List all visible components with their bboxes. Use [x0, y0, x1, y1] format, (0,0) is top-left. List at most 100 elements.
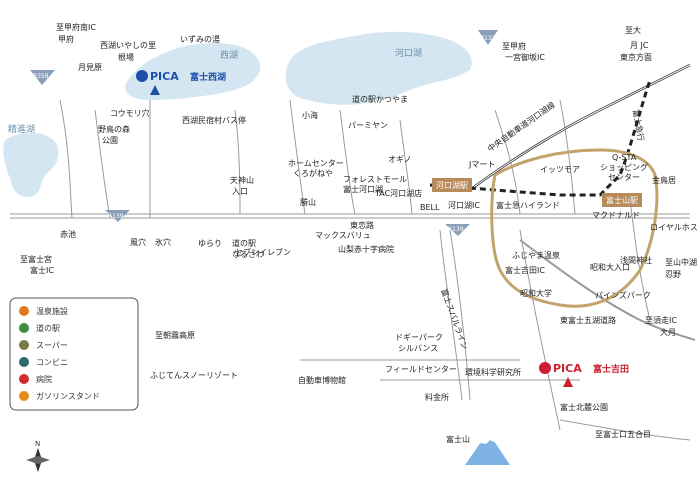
supermarket-icon	[19, 340, 29, 350]
label-michi-no-eki-narusawa2: なるさわ	[232, 250, 264, 259]
label-field-center: フィールドセンター	[385, 365, 457, 374]
label-itsumoya: イッツモア	[540, 165, 580, 174]
pica-fuji-yoshida-marker: PICA 富士吉田	[539, 362, 629, 387]
label-akaike: 赤池	[60, 229, 76, 239]
label-to-subashiri: 至須走IC	[645, 316, 677, 325]
legend-label: 病院	[36, 374, 52, 384]
label-q-sta2: ショッピング	[600, 162, 648, 172]
label-saiko-iyashi: 西湖いやしの里	[100, 41, 156, 50]
legend-label: スーパー	[36, 341, 68, 350]
label-tenjinyama2: 入口	[232, 187, 248, 196]
label-tsukimiyagahara: 月見原	[78, 63, 102, 72]
label-to-fujisan: 富士山	[446, 434, 470, 444]
lake-shojiko	[3, 132, 59, 197]
label-yurari: ゆらり	[198, 239, 222, 248]
label-tokyo-dir: 東京方面	[620, 52, 652, 62]
label-home-center: ホームセンター	[288, 159, 344, 168]
label-izumi-no-yu: いずみの湯	[180, 34, 220, 44]
label-sengen-jinja: 浅間神社	[620, 255, 652, 265]
route-r137-shield: R137	[478, 30, 498, 45]
label-q-sta3: センター	[608, 173, 640, 182]
label-ichinomiya: 至甲府	[502, 41, 526, 51]
label-dog-park: ドギーパーク	[395, 333, 443, 342]
fujisan-station-label: 富士山駅	[606, 195, 638, 205]
label-koumi: 小海	[302, 110, 318, 120]
label-fujiyoshida-ic: 富士吉田IC	[505, 265, 545, 275]
label-otsuki-jc: 月 JC	[630, 41, 649, 50]
label-kofu-minami: 至甲府南IC	[56, 22, 96, 32]
label-fujiten: ふじてんスノーリゾート	[150, 371, 238, 380]
legend-label: 道の駅	[36, 323, 60, 333]
svg-text:R137: R137	[480, 35, 496, 42]
label-chuo-expressway: 中央自動車道河口湖線	[485, 100, 556, 154]
label-higashi-koiji: 東恋路	[350, 220, 374, 230]
lake-kawaguchiko-label: 河口湖	[395, 47, 422, 59]
label-ichinomiya2: 一宮御坂IC	[505, 52, 545, 62]
lake-kawaguchiko	[285, 31, 472, 105]
fujiyoshida-area	[490, 148, 659, 308]
label-michi-no-eki-katsuyama: 道の駅かつやま	[352, 94, 408, 104]
label-ogino: オギノ	[388, 155, 412, 164]
route-r139b-shield: R139	[445, 224, 470, 236]
label-michi-no-eki-narusawa: 道の駅	[232, 238, 256, 248]
label-pines-park: パインズパーク	[595, 290, 651, 300]
label-yacho-no-mori: 野鳥の森	[98, 124, 130, 134]
label-saiko-iyashi2: 根場	[118, 52, 134, 62]
label-to-fuji-goroku: 至富士口五合目	[595, 429, 651, 439]
label-to-subashiri2: 大月	[660, 327, 676, 337]
svg-text:R358: R358	[33, 73, 49, 80]
label-to-fujinomiya2: 富士IC	[30, 265, 54, 275]
label-higashi-fuji: 東富士五湖道路	[560, 315, 616, 325]
svg-text:R139: R139	[448, 226, 464, 233]
mount-fuji-icon	[465, 432, 510, 465]
convenience-store-icon	[19, 357, 29, 367]
label-forest-mall2: 富士河口湖	[343, 184, 383, 194]
label-showa-univ: 昭和大学	[520, 288, 552, 298]
label-home-center2: くろがねや	[293, 168, 333, 178]
label-env-institute: 環境科学研究所	[465, 367, 521, 377]
label-jmart: Jマート	[468, 160, 495, 169]
label-royal-host: ロイヤルホスト	[650, 223, 700, 232]
kawaguchiko-station-label: 河口湖駅	[436, 180, 468, 190]
label-fuketsu: 風穴	[130, 237, 146, 247]
label-fujikyu-highland: 富士急ハイランド	[496, 200, 560, 210]
label-to-yamanakako2: 忍野	[665, 270, 681, 279]
label-to-otsuki: 至大	[625, 25, 641, 35]
label-to-asagiri: 至朝霧高原	[155, 330, 195, 340]
svg-text:R139: R139	[108, 213, 124, 220]
route-r139-shield: R139	[105, 210, 130, 222]
higashi-fuji-road	[519, 239, 696, 341]
label-to-fujinomiya: 至富士宮	[20, 254, 52, 264]
pica-saiko-sub: 富士西湖	[190, 71, 226, 83]
pica-logo-icon	[539, 362, 551, 374]
label-forest-mall: フォレストモール	[343, 175, 407, 184]
lake-saiko	[125, 43, 261, 100]
kawaguchiko-station-box	[432, 178, 472, 192]
road-network	[10, 99, 691, 441]
route-r358-shield: R358	[30, 70, 55, 85]
label-kanemaru: 金鳥居	[652, 175, 676, 185]
label-kawaguchiko-ic: 河口湖IC	[448, 200, 480, 210]
pica-logo-icon	[136, 70, 148, 82]
pica-yoshida-sub: 富士吉田	[593, 363, 629, 375]
label-fujiyama-onsen: ふじやま温泉	[512, 250, 560, 260]
label-koumori-ana: コウモリ穴	[110, 108, 150, 118]
legend-label: 温泉施設	[36, 306, 68, 316]
pica-saiko-label: PICA	[150, 70, 179, 83]
label-jidosha-museum: 自動車博物館	[298, 375, 346, 385]
label-to-yamanakako: 至山中湖	[665, 257, 697, 267]
lake-shojiko-label: 精進湖	[8, 123, 35, 135]
gas-station-icon	[19, 391, 29, 401]
pica-fuji-saiko-marker: PICA 富士西湖	[136, 70, 226, 95]
label-maxvalu: マックスバリュ	[315, 231, 371, 240]
label-parmian: パーミヤン	[348, 121, 388, 130]
label-yamanashi-red-cross: 山梨赤十字病院	[338, 244, 394, 254]
label-saiko-minshuku: 西湖民宿村バス停	[182, 115, 246, 125]
label-fujikyu: 富士急行	[631, 109, 646, 142]
chuo-expressway-inner	[469, 64, 691, 191]
label-bell: BELL	[420, 203, 440, 212]
label-fujikita-park: 富士北麓公園	[560, 402, 608, 412]
svg-text:N: N	[35, 440, 40, 448]
